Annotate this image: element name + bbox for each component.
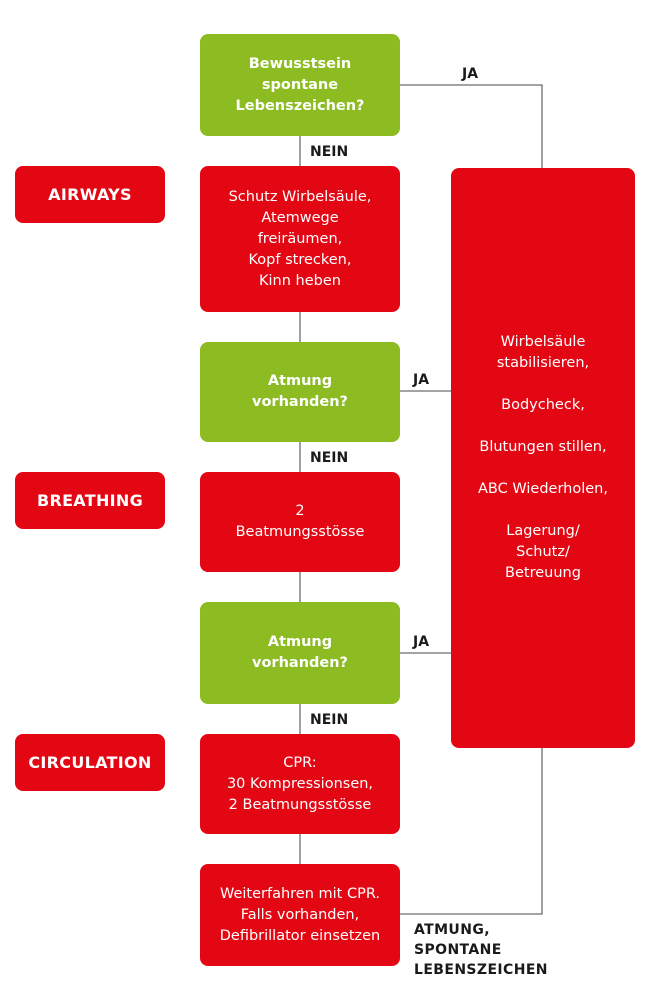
label-circulation: CIRCULATION [15, 734, 165, 791]
node-breathing-check-2: Atmung vorhanden? [200, 602, 400, 704]
node-breathing-check-1: Atmung vorhanden? [200, 342, 400, 442]
node-aftercare: Wirbelsäule stabilisieren, Bodycheck, Bl… [451, 168, 635, 748]
node-rescue-breaths: 2 Beatmungsstösse [200, 472, 400, 572]
edge-label-yes-2: JA [413, 372, 430, 388]
connector-return-signs [400, 748, 543, 915]
node-consciousness-check: Bewusstsein spontane Lebenszeichen? [200, 34, 400, 136]
connector-yes-consciousness [400, 84, 543, 168]
label-breathing: BREATHING [15, 472, 165, 529]
edge-label-no-1: NEIN [310, 144, 349, 160]
node-continue-cpr: Weiterfahren mit CPR. Falls vorhanden, D… [200, 864, 400, 966]
node-airway-steps: Schutz Wirbelsäule, Atemwege freiräumen,… [200, 166, 400, 312]
edge-label-yes-1: JA [462, 66, 479, 82]
node-cpr: CPR: 30 Kompressionsen, 2 Beatmungsstöss… [200, 734, 400, 834]
edge-label-return-signs: ATMUNG, SPONTANE LEBENSZEICHEN [414, 922, 548, 978]
edge-label-yes-3: JA [413, 634, 430, 650]
edge-label-no-3: NEIN [310, 712, 349, 728]
edge-label-no-2: NEIN [310, 450, 349, 466]
label-airways: AIRWAYS [15, 166, 165, 223]
